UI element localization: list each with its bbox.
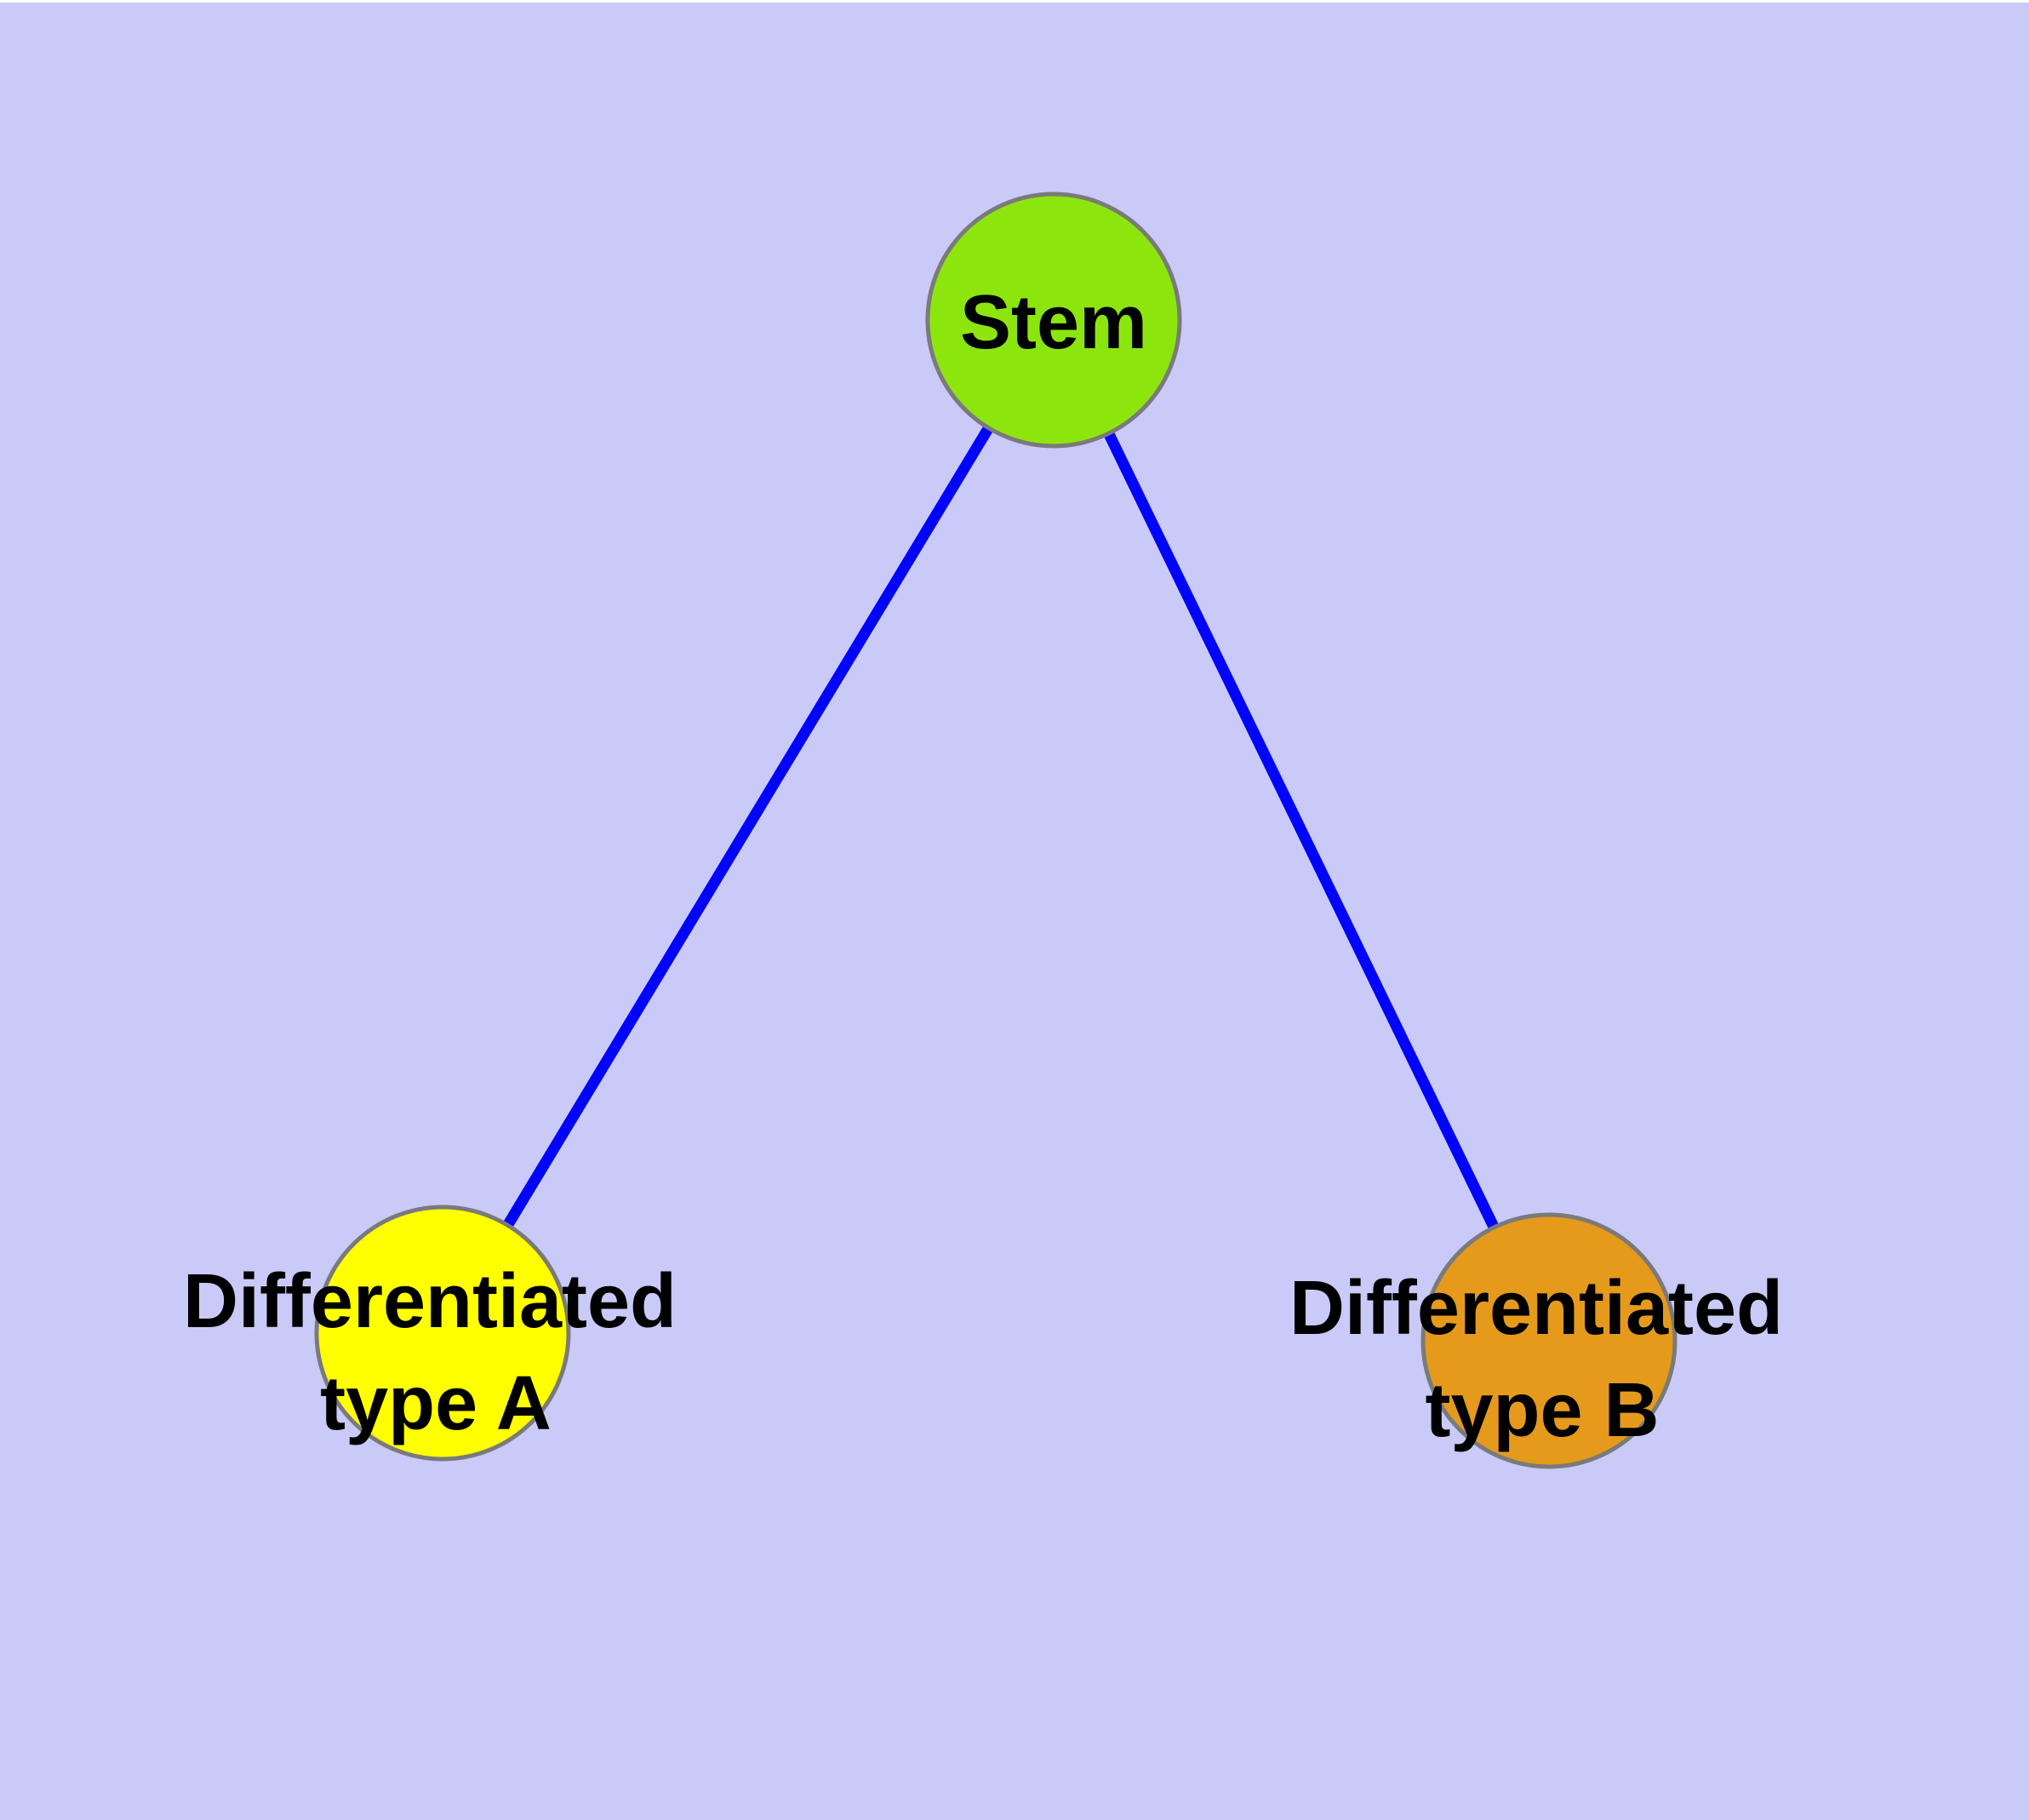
- node-differentiated-type-b-label-line1: Differentiated: [1289, 1266, 1783, 1351]
- node-differentiated-type-b-label-line2: type B: [1425, 1368, 1659, 1453]
- node-differentiated-type-a-label-line1: Differentiated: [183, 1259, 677, 1344]
- edge-stem-to-type-b: [1049, 318, 1554, 1343]
- top-border-strip: [0, 0, 2029, 3]
- node-stem: [925, 192, 1182, 449]
- node-differentiated-type-a-label-line2: type A: [320, 1361, 552, 1446]
- node-differentiated-type-a: [314, 1205, 571, 1462]
- node-stem-label: Stem: [960, 280, 1147, 365]
- node-differentiated-type-b: [1420, 1212, 1677, 1469]
- stem-cell-diagram: Stem Differentiated type A Differentiate…: [0, 3, 2029, 1820]
- edge-stem-to-type-a: [437, 317, 1059, 1336]
